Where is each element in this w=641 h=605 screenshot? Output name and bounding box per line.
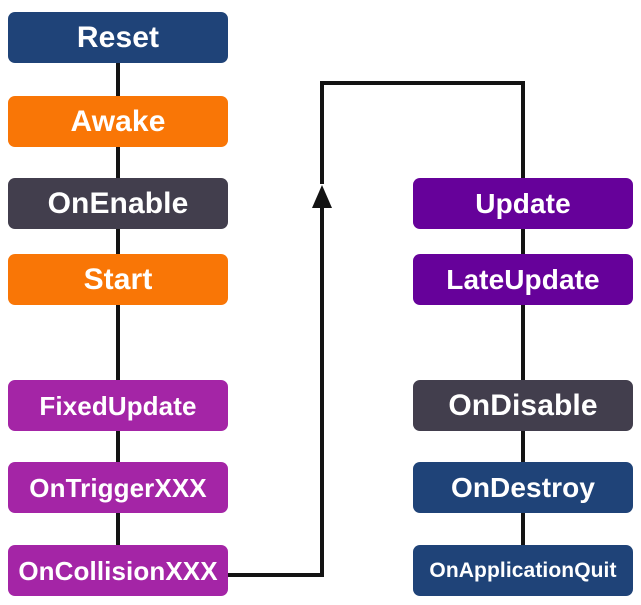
node-lateupdate-label: LateUpdate: [446, 263, 600, 295]
node-lateupdate[interactable]: LateUpdate: [413, 254, 633, 305]
node-start-label: Start: [83, 262, 153, 296]
node-ondestroy-label: OnDestroy: [450, 471, 596, 503]
node-fixedupdate-label: FixedUpdate: [39, 390, 197, 421]
connector-loop-top-to-update: [320, 81, 525, 184]
node-start[interactable]: Start: [8, 254, 228, 305]
node-update[interactable]: Update: [413, 178, 633, 229]
node-ondisable-label: OnDisable: [448, 388, 598, 422]
node-reset[interactable]: Reset: [8, 12, 228, 63]
node-awake[interactable]: Awake: [8, 96, 228, 147]
node-oncollisionxxx-label: OnCollisionXXX: [18, 555, 218, 586]
node-ondestroy[interactable]: OnDestroy: [413, 462, 633, 513]
loop-arrowhead-icon: [312, 185, 332, 208]
node-update-label: Update: [475, 187, 571, 219]
node-ondisable[interactable]: OnDisable: [413, 380, 633, 431]
node-onapplicationquit-label: OnApplicationQuit: [429, 559, 617, 582]
node-fixedupdate[interactable]: FixedUpdate: [8, 380, 228, 431]
node-onenable[interactable]: OnEnable: [8, 178, 228, 229]
node-oncollisionxxx[interactable]: OnCollisionXXX: [8, 545, 228, 596]
node-awake-label: Awake: [70, 104, 166, 138]
node-onapplicationquit[interactable]: OnApplicationQuit: [413, 545, 633, 596]
connector-oncollisionxxx-to-update-loop: [226, 200, 324, 577]
node-onenable-label: OnEnable: [47, 186, 189, 220]
node-ontriggerxxx-label: OnTriggerXXX: [29, 472, 207, 503]
node-ontriggerxxx[interactable]: OnTriggerXXX: [8, 462, 228, 513]
node-reset-label: Reset: [76, 20, 160, 54]
